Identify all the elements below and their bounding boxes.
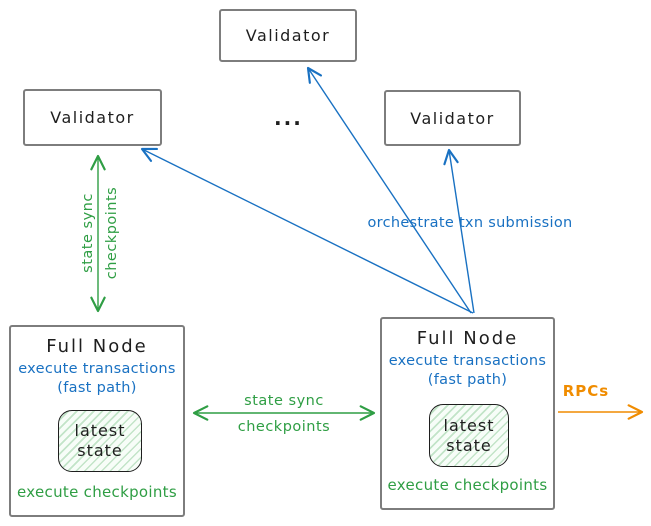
state-sync-vertical-label-line2: checkpoints bbox=[104, 186, 120, 280]
validators-ellipsis: ... bbox=[274, 106, 303, 130]
orchestrate-arrow-to-right-validator bbox=[443, 148, 475, 314]
full-node-left-box: Full Node execute transactions (fast pat… bbox=[9, 325, 185, 517]
validator-right-box: Validator bbox=[384, 90, 521, 146]
latest-state-line2: state bbox=[77, 441, 123, 460]
state-sync-vertical-label: state sync checkpoints bbox=[76, 187, 124, 280]
full-node-left-exec-line2: (fast path) bbox=[57, 380, 137, 396]
state-sync-vertical-label-line1: state sync bbox=[80, 193, 96, 273]
full-node-left-latest-state-box: latest state bbox=[58, 410, 142, 472]
validator-top-box: Validator bbox=[219, 9, 357, 62]
orchestrate-label: orchestrate txn submission bbox=[367, 215, 573, 231]
full-node-right-latest-state-box: latest state bbox=[429, 404, 509, 467]
state-sync-horizontal-label-line1: state sync bbox=[244, 393, 324, 409]
validator-left-box: Validator bbox=[23, 89, 162, 146]
full-node-left-exec: execute transactions (fast path) bbox=[11, 360, 183, 398]
full-node-right-box: Full Node execute transactions (fast pat… bbox=[380, 317, 555, 510]
validator-right-label: Validator bbox=[410, 108, 495, 128]
full-node-right-exec-line1: execute transactions bbox=[388, 353, 547, 369]
latest-state-line2: state bbox=[446, 435, 492, 455]
full-node-right-exec: execute transactions (fast path) bbox=[382, 352, 553, 390]
validator-top-label: Validator bbox=[245, 26, 331, 45]
latest-state-line1: latest bbox=[443, 415, 495, 435]
full-node-right-footer: execute checkpoints bbox=[387, 476, 548, 494]
state-sync-horizontal-label-line2: checkpoints bbox=[237, 419, 331, 435]
full-node-left-exec-line1: execute transactions bbox=[18, 361, 176, 377]
full-node-left-title: Full Node bbox=[46, 336, 148, 357]
latest-state-line1: latest bbox=[74, 421, 126, 440]
full-node-right-title: Full Node bbox=[416, 328, 519, 349]
state-sync-horizontal-label: state sync checkpoints bbox=[214, 388, 354, 440]
validator-left-label: Validator bbox=[50, 108, 135, 127]
full-node-left-footer: execute checkpoints bbox=[17, 483, 177, 501]
full-node-right-exec-line2: (fast path) bbox=[427, 372, 508, 388]
rpcs-label: RPCs bbox=[562, 382, 610, 400]
orchestrate-arrow-to-left-validator bbox=[140, 147, 474, 314]
